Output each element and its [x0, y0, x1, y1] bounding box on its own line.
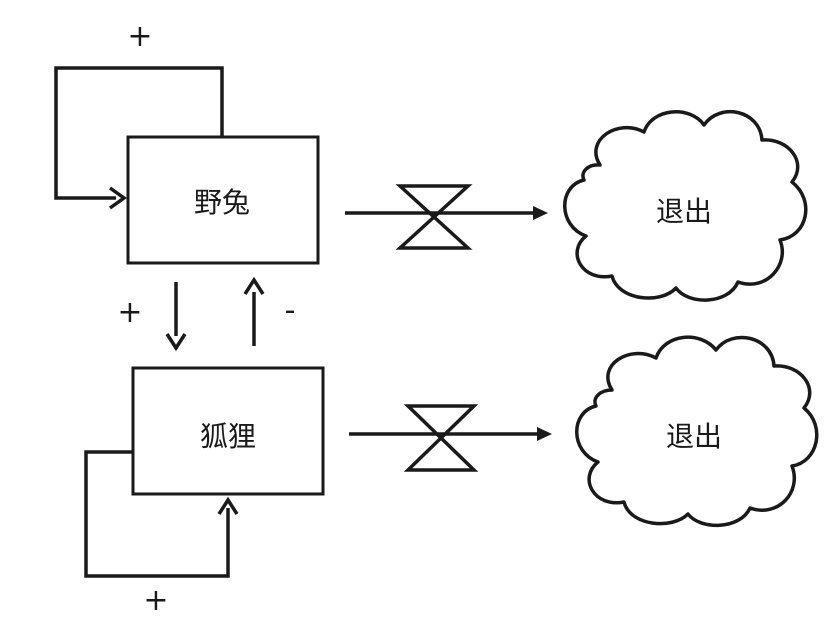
rabbit-stock-box — [126, 135, 320, 265]
rabbit-to-fox-arrowhead — [165, 333, 187, 352]
fox-cloud-icon — [575, 335, 819, 527]
fox-stock-box — [131, 366, 325, 496]
rabbit-outflow-arrowhead — [533, 206, 548, 220]
fox-to-rabbit-polarity: - — [285, 293, 296, 328]
rabbit-feedback-loop — [54, 66, 224, 210]
fox-outflow[interactable] — [349, 404, 552, 472]
fox-loop-polarity: + — [143, 583, 168, 617]
fox-stock[interactable]: 狐狸 — [131, 366, 325, 496]
fox-exit-cloud: 退出 — [575, 335, 819, 527]
fox-stock-label: 狐狸 — [200, 420, 256, 453]
rabbit-to-fox-polarity: + — [117, 295, 142, 330]
rabbit-exit-cloud: 退出 — [563, 109, 808, 302]
fox-loop-arrowhead — [217, 496, 239, 515]
fox-loop-line — [84, 450, 230, 578]
rabbit-stock-label: 野兔 — [194, 186, 250, 219]
rabbit-outflow[interactable] — [345, 184, 548, 250]
rabbit-loop-line — [54, 66, 224, 200]
rabbit-outflow-valve-icon — [395, 184, 473, 250]
rabbit-to-fox-link — [165, 282, 187, 352]
rabbit-loop-polarity: + — [127, 19, 152, 54]
rabbit-loop-arrowhead — [108, 186, 128, 210]
fox-outflow-valve-icon — [403, 404, 479, 472]
rabbit-exit-label: 退出 — [656, 195, 712, 228]
fox-outflow-arrowhead — [537, 427, 552, 441]
rabbit-stock[interactable]: 野兔 — [126, 135, 320, 265]
rabbit-cloud-icon — [563, 109, 808, 302]
fox-exit-label: 退出 — [666, 420, 722, 453]
fox-to-rabbit-link — [243, 276, 265, 346]
fox-feedback-loop — [84, 450, 239, 578]
fox-to-rabbit-arrowhead — [243, 276, 265, 295]
